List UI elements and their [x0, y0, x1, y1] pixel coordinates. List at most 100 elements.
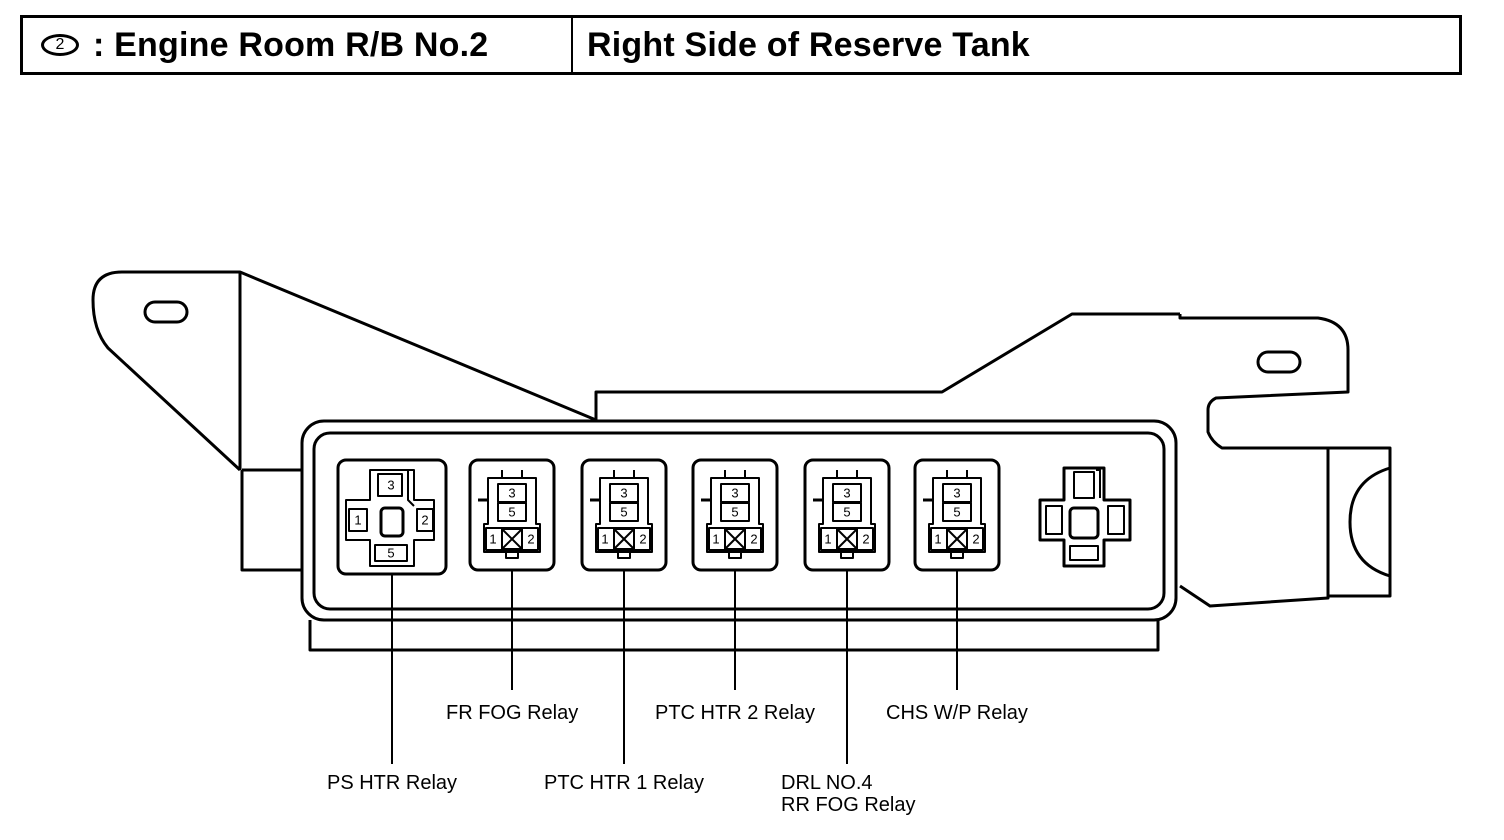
bolt-hole-right [1256, 350, 1302, 374]
bottom-key [728, 551, 742, 559]
left-slot [1045, 505, 1063, 535]
relay-label-line: FR FOG Relay [446, 702, 579, 724]
socket-body [595, 477, 653, 553]
relay-label-ptc-htr-1: PTC HTR 1 Relay [544, 772, 704, 794]
pin-slot [416, 508, 434, 532]
pin-label: 2 [972, 532, 979, 547]
pin-slot [942, 502, 972, 522]
relay-label-line-2: RR FOG Relay [781, 794, 916, 816]
pin-label: 1 [824, 532, 831, 547]
socket-key [501, 470, 523, 479]
pin-label: 2 [862, 532, 869, 547]
pin-label: 3 [508, 486, 515, 501]
socket-body [818, 477, 876, 553]
inner-panel [312, 431, 1166, 611]
relay-label-ptc-htr-2: PTC HTR 2 Relay [655, 702, 815, 724]
pin-slot [832, 502, 862, 522]
pin-label: 5 [953, 505, 960, 520]
relay-socket-ptc-htr-2: 3 51 2 [691, 458, 779, 572]
side-clip [1328, 446, 1392, 598]
pin-label: 1 [354, 513, 361, 528]
pin-slot [609, 502, 639, 522]
bottom-key [840, 551, 854, 559]
relay-label-line: PTC HTR 2 Relay [655, 702, 816, 724]
location-cell: 2 : Engine Room R/B No.2 [23, 18, 573, 72]
left-bracket [91, 270, 597, 472]
bottom-key [950, 551, 964, 559]
pin-label: 5 [843, 505, 850, 520]
center-cross [946, 528, 968, 550]
pin-label: 5 [387, 546, 394, 561]
pin-label: 2 [421, 513, 428, 528]
relay-socket-ptc-htr-1: 3 51 2 [580, 458, 668, 572]
socket-body [706, 477, 764, 553]
center-cross [613, 528, 635, 550]
bottom-key [505, 551, 519, 559]
relay-socket-drl-no4: 3 51 2 [803, 458, 891, 572]
center-slot [1068, 506, 1100, 540]
relay-socket-ps-htr: 3 1 2 5 [336, 458, 448, 576]
pin-label: 3 [953, 486, 960, 501]
location-title: : Engine Room R/B No.2 [93, 25, 489, 64]
socket-body [928, 477, 986, 553]
pin-label: 3 [843, 486, 850, 501]
pin-slot [374, 544, 408, 562]
relay-label-line: CHS W/P Relay [886, 702, 1028, 724]
pin-slot [497, 502, 527, 522]
pin-label: 5 [731, 505, 738, 520]
socket-key [836, 470, 858, 479]
pin-label: 3 [731, 486, 738, 501]
relay-socket-fr-fog: 3 51 2 [468, 458, 556, 572]
left-step [240, 468, 302, 572]
pin-slot [377, 473, 403, 497]
pin-label: 2 [527, 532, 534, 547]
relay-label-line: DRL NO.4 [781, 772, 873, 794]
center-cross [724, 528, 746, 550]
position-title: Right Side of Reserve Tank [587, 25, 1030, 64]
cross-outline [345, 469, 435, 567]
center-slot [379, 506, 405, 538]
pin-label: 5 [508, 505, 515, 520]
socket-key [613, 470, 635, 479]
latch [1096, 469, 1101, 498]
center-cross-box [613, 528, 635, 550]
top-slot [1073, 471, 1095, 499]
relay-label-fr-fog: FR FOG Relay [446, 702, 578, 724]
pin-label: 1 [601, 532, 608, 547]
position-cell: Right Side of Reserve Tank [573, 18, 1459, 72]
center-cross-box [724, 528, 746, 550]
empty-relay-socket [1038, 466, 1132, 568]
relay-label-line: PTC HTR 1 Relay [544, 772, 705, 794]
right-slot [1107, 505, 1125, 535]
bolt-hole-left [143, 300, 189, 324]
pin-label: 1 [489, 532, 496, 547]
pin-label: 1 [712, 532, 719, 547]
pin-label: 3 [387, 478, 394, 493]
outer-panel [300, 419, 1178, 622]
center-cross-box [501, 528, 523, 550]
center-cross [836, 528, 858, 550]
center-cross-box [946, 528, 968, 550]
top-ridge [594, 312, 1180, 420]
cross-outline [1038, 466, 1132, 568]
header-bar: 2 : Engine Room R/B No.2 Right Side of R… [20, 15, 1462, 75]
pin-label: 5 [620, 505, 627, 520]
relay-label-line: PS HTR Relay [327, 772, 458, 794]
latch [402, 469, 415, 507]
pin-label: 2 [639, 532, 646, 547]
pin-label: 1 [934, 532, 941, 547]
location-number-badge: 2 [41, 34, 79, 56]
pin-label: 2 [750, 532, 757, 547]
socket-key [946, 470, 968, 479]
clip-notch [1348, 466, 1391, 578]
pin-slot [348, 508, 368, 532]
pin-slot [720, 502, 750, 522]
socket-body [483, 477, 541, 553]
center-cross-box [836, 528, 858, 550]
pin-label: 3 [620, 486, 627, 501]
relay-socket-chs-wp: 3 51 2 [913, 458, 1001, 572]
center-cross [501, 528, 523, 550]
relay-label-chs-wp: CHS W/P Relay [886, 702, 1028, 724]
